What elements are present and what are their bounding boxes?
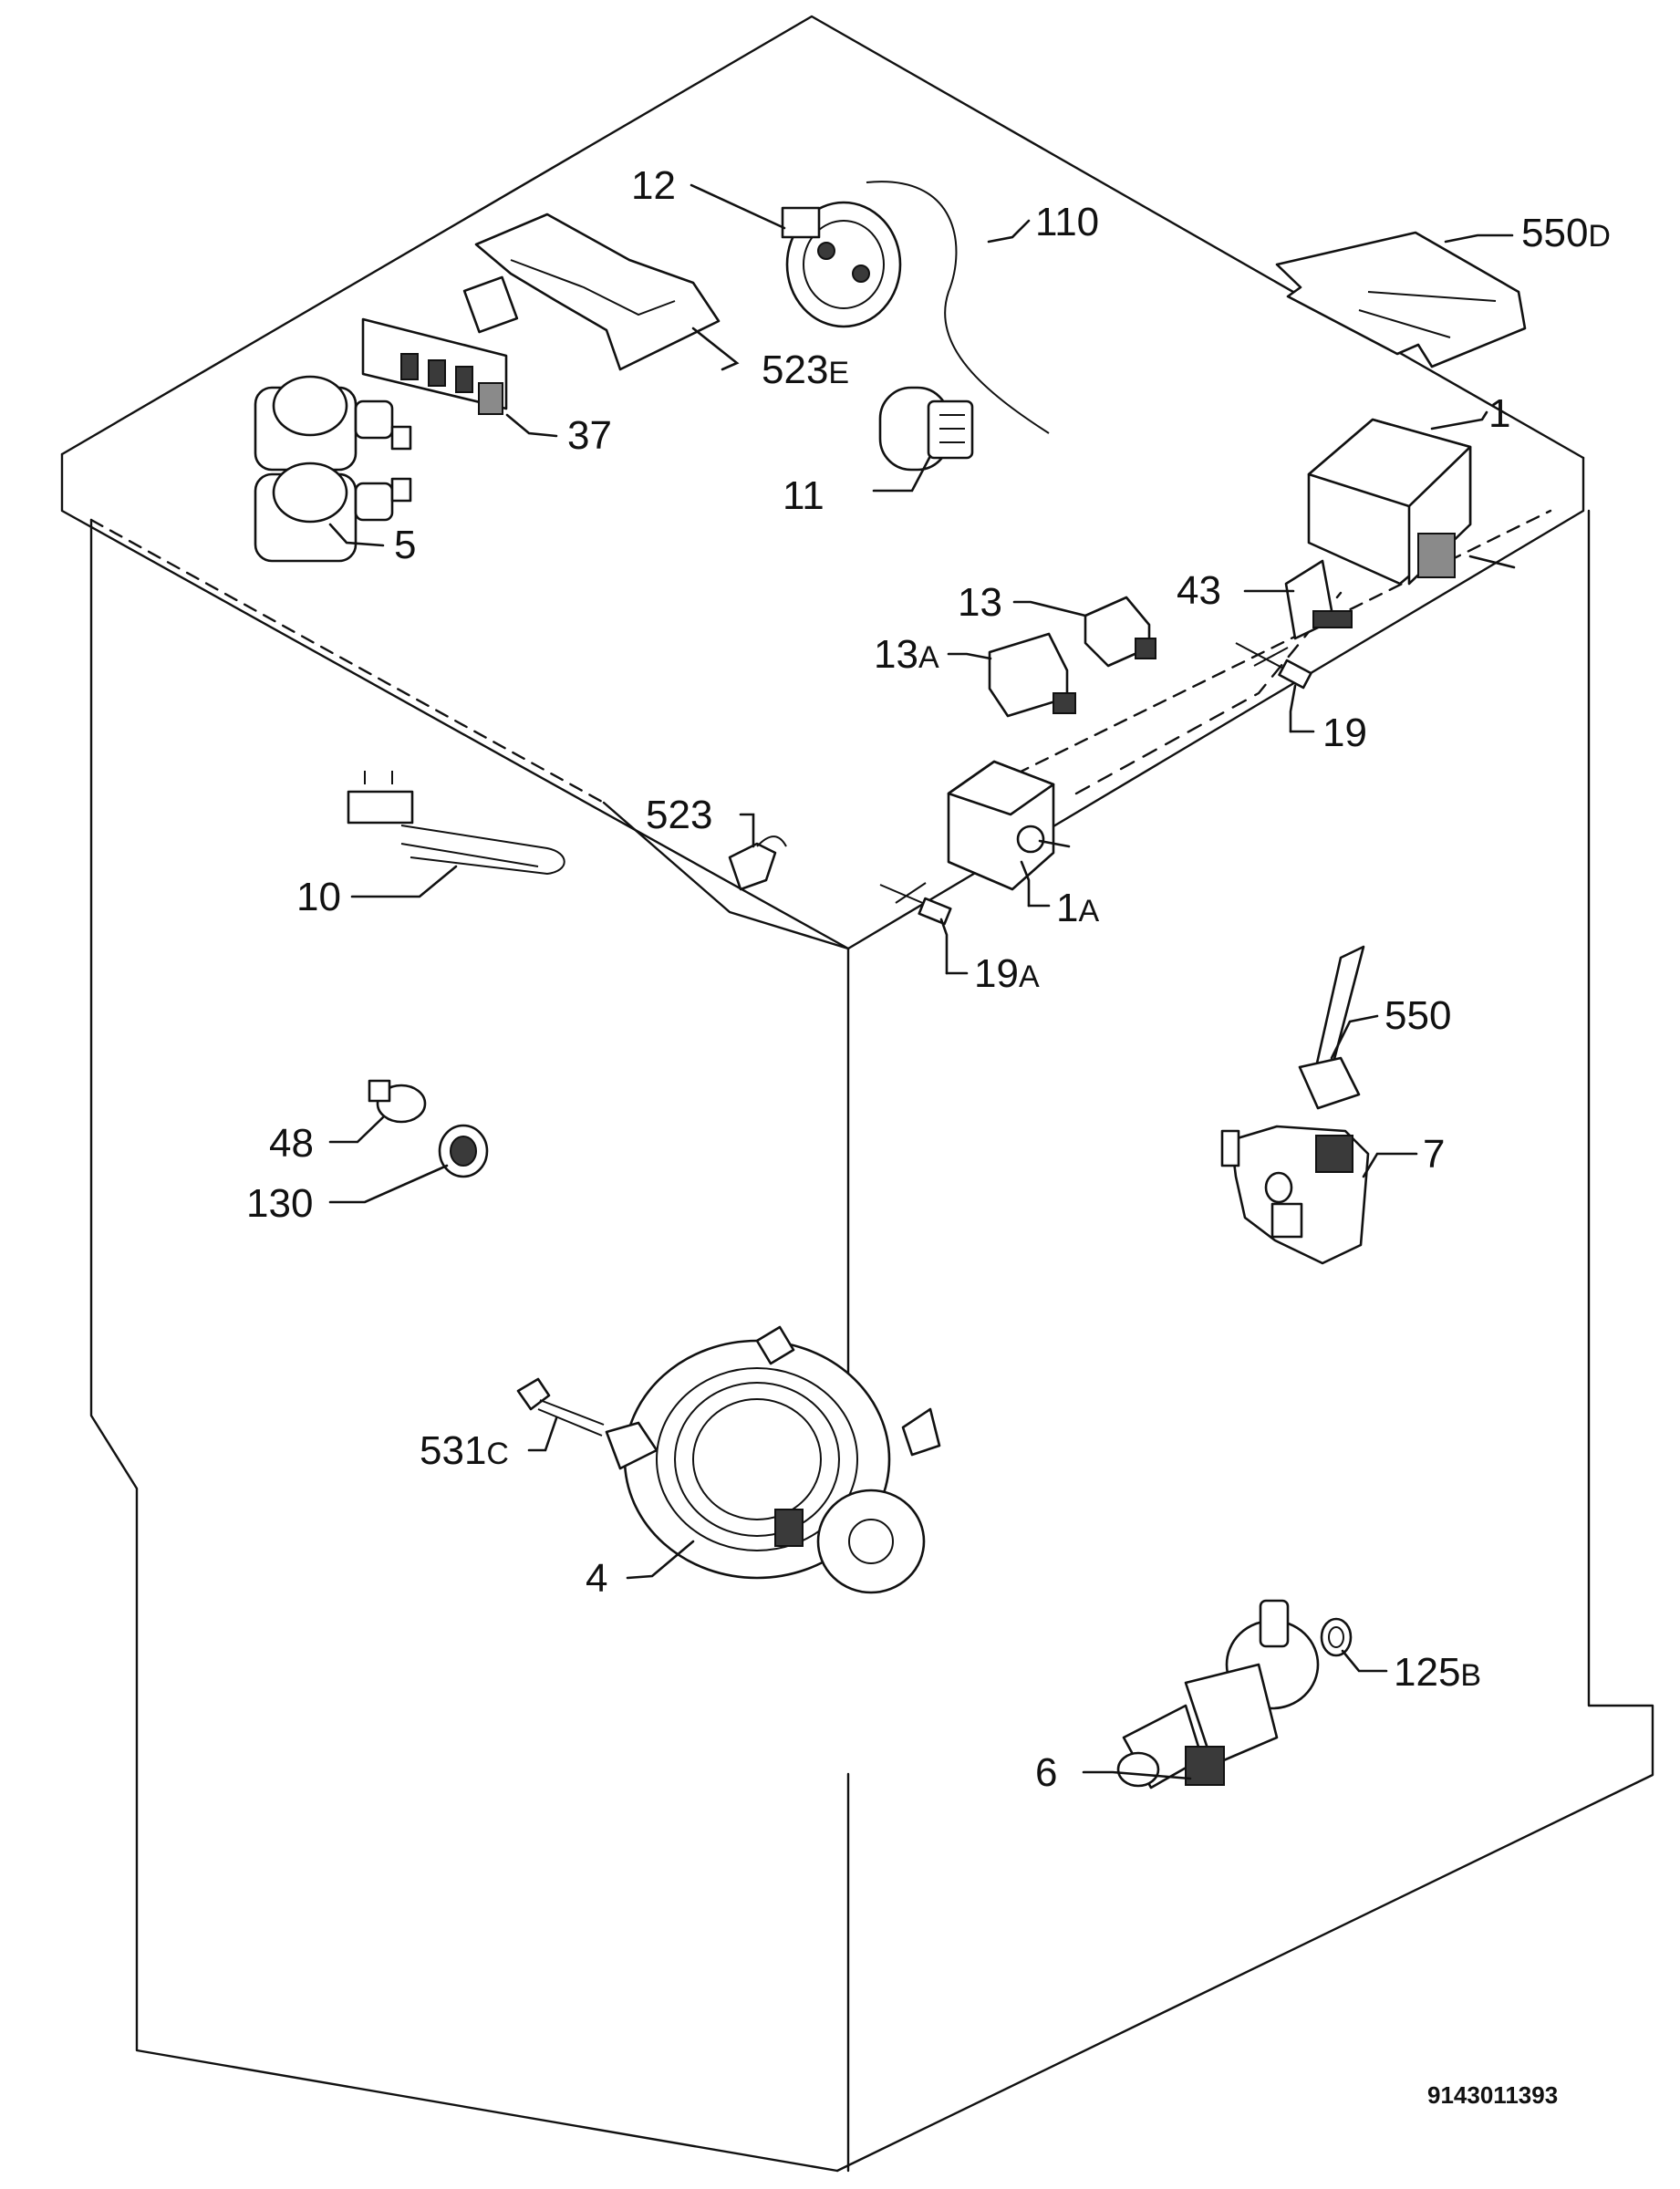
callout-550: 550 [1384,993,1451,1038]
callout-1a: 1A [1056,886,1099,930]
callout-19: 19 [1322,711,1367,755]
bracket-part [462,213,721,371]
cover-plate-part [1275,231,1527,368]
washer-part [1320,1617,1353,1657]
callout-5: 5 [394,523,416,567]
callout-125b: 125B [1394,1650,1481,1695]
callout-523e: 523E [762,348,849,392]
callout-130: 130 [246,1181,313,1226]
door-lock-part [1220,1125,1370,1265]
callout-1: 1 [1488,391,1510,436]
callout-19a: 19A [974,951,1040,996]
terminal-block-part [361,317,508,415]
pressure-hose-part [866,181,1050,434]
callout-6: 6 [1035,1750,1057,1795]
capacitor-part [878,386,974,472]
drain-pump-part [1116,1599,1320,1790]
pressure-switch-part [781,201,902,328]
callout-13a: 13A [874,632,939,677]
drawing-number: 9143011393 [1427,2081,1558,2109]
thermostat-part [368,1079,427,1124]
clip-part [728,835,787,891]
callout-7: 7 [1423,1132,1445,1177]
connector-part [1284,559,1353,640]
screw-part [516,1377,605,1437]
callout-523: 523 [646,793,712,837]
callout-110: 110 [1035,200,1099,244]
callout-labels: 12 110 550D 523E 37 11 5 1 43 13 13A 19 … [246,163,1611,1795]
callout-48: 48 [269,1121,314,1166]
callout-550d: 550D [1521,211,1611,255]
callout-10: 10 [296,875,341,919]
inlet-valve-part [254,375,412,563]
plug-a-part [988,632,1076,718]
callout-12: 12 [631,163,676,208]
callout-11: 11 [783,473,824,518]
plug-part [1084,596,1156,668]
leader-lines [328,183,1514,1780]
motor-part [605,1325,941,1594]
grommet-part [438,1124,489,1178]
cable-tie-part [1235,642,1312,690]
cable-tie-a-part [879,882,952,926]
callout-43: 43 [1177,568,1221,613]
callout-13: 13 [958,580,1002,625]
callout-4: 4 [586,1556,607,1601]
heater-element-part [347,771,565,876]
lever-part [1298,945,1365,1110]
callout-531c: 531C [420,1428,509,1473]
programme-module-part [1307,418,1516,586]
callout-37: 37 [567,413,612,458]
selector-switch-part [947,760,1071,891]
